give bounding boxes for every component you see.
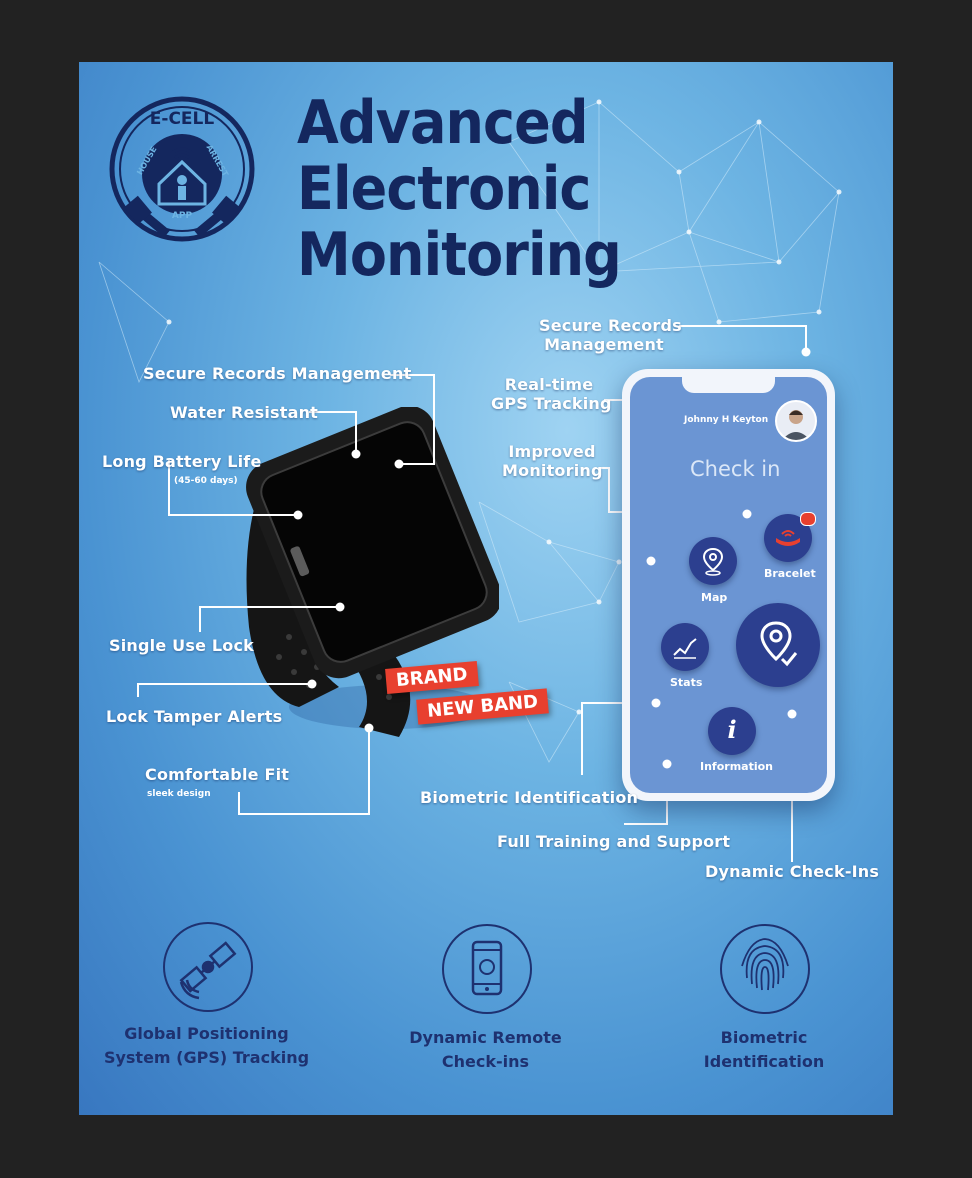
label-single-use-lock: Single Use Lock	[109, 636, 255, 655]
label-secure-records-phone: Secure Records Management	[539, 316, 682, 354]
label-training-support: Full Training and Support	[497, 832, 731, 851]
checkin-heading: Check in	[690, 457, 781, 481]
feature-gps-text: Global Positioning System (GPS) Tracking	[99, 1022, 314, 1070]
bracelet-label: Bracelet	[764, 567, 816, 580]
info-icon: i	[727, 715, 737, 744]
fingerprint-icon	[741, 938, 789, 991]
bracelet-icon	[776, 530, 800, 546]
map-pin-icon	[702, 547, 724, 576]
phone-notch	[682, 377, 775, 393]
page-title: Advanced Electronic Monitoring	[297, 88, 622, 290]
label-secure-records-phone-1: Secure Records	[539, 316, 682, 335]
label-gps-tracking-2: GPS Tracking	[491, 394, 612, 413]
stats-chart-icon	[673, 638, 697, 659]
location-check-icon	[760, 621, 798, 667]
phone-screen: Johnny H Keyton Check in Map	[630, 377, 827, 793]
label-improved-monitoring-2: Monitoring	[502, 461, 603, 480]
label-battery-days: (45-60 days)	[174, 476, 238, 486]
label-dynamic-check-ins: Dynamic Check-Ins	[705, 862, 880, 881]
feature-gps-ring	[163, 922, 253, 1012]
logo-top-text: E-CELL	[150, 109, 215, 129]
label-tamper-alerts: Lock Tamper Alerts	[106, 707, 283, 726]
information-button[interactable]: i	[708, 707, 756, 755]
smartwatch-image	[246, 407, 499, 737]
user-name: Johnny H Keyton	[684, 415, 769, 425]
bracelet-button[interactable]	[764, 514, 812, 562]
feature-remote-line-1: Dynamic Remote	[409, 1028, 562, 1047]
feature-gps-line-1: Global Positioning	[124, 1024, 289, 1043]
satellite-icon	[179, 941, 237, 1000]
label-gps-tracking: Real-time GPS Tracking	[491, 375, 612, 413]
feature-remote-line-2: Check-ins	[441, 1052, 530, 1071]
ecell-logo: E-CELL HOUSE ARREST APP	[109, 96, 255, 242]
stats-button[interactable]	[661, 623, 709, 671]
phone-callout-dots	[646, 509, 797, 769]
label-improved-monitoring-1: Improved	[508, 442, 596, 461]
logo-bottom-text: APP	[172, 211, 193, 221]
feature-gps-line-2: System (GPS) Tracking	[103, 1048, 310, 1067]
label-comfortable-fit: Comfortable Fit	[145, 765, 290, 784]
feature-biometric-line-2: Identification	[703, 1052, 825, 1071]
phone-mockup: Johnny H Keyton Check in Map	[622, 369, 835, 801]
feature-remote-text: Dynamic Remote Check-ins	[383, 1026, 588, 1074]
battery-alert-icon	[800, 512, 816, 526]
smartphone-icon	[471, 940, 503, 996]
label-battery-life: Long Battery Life	[102, 452, 262, 471]
label-sleek-design: sleek design	[147, 789, 211, 799]
information-label: Information	[700, 760, 773, 773]
label-improved-monitoring: Improved Monitoring	[502, 442, 602, 480]
map-label: Map	[701, 591, 728, 604]
title-line-1: Advanced	[297, 88, 589, 158]
feature-remote-ring	[442, 924, 532, 1014]
label-water-resistant: Water Resistant	[170, 403, 319, 422]
avatar[interactable]	[775, 400, 817, 442]
user-photo-icon	[782, 410, 810, 440]
feature-biometric-text: Biometric Identification	[674, 1026, 854, 1074]
title-line-3: Monitoring	[297, 220, 622, 290]
label-secure-records-phone-2: Management	[544, 335, 664, 354]
poster: E-CELL HOUSE ARREST APP Advanced Electro…	[79, 62, 893, 1115]
feature-biometric-line-1: Biometric	[720, 1028, 808, 1047]
stats-label: Stats	[670, 676, 703, 689]
map-button[interactable]	[689, 537, 737, 585]
feature-biometric-ring	[720, 924, 810, 1014]
checkin-location-button[interactable]	[736, 603, 820, 687]
label-secure-records-watch: Secure Records Management	[143, 364, 412, 383]
label-gps-tracking-1: Real-time	[504, 375, 594, 394]
title-line-2: Electronic	[297, 154, 591, 224]
label-biometric-identification: Biometric Identification	[420, 788, 639, 807]
